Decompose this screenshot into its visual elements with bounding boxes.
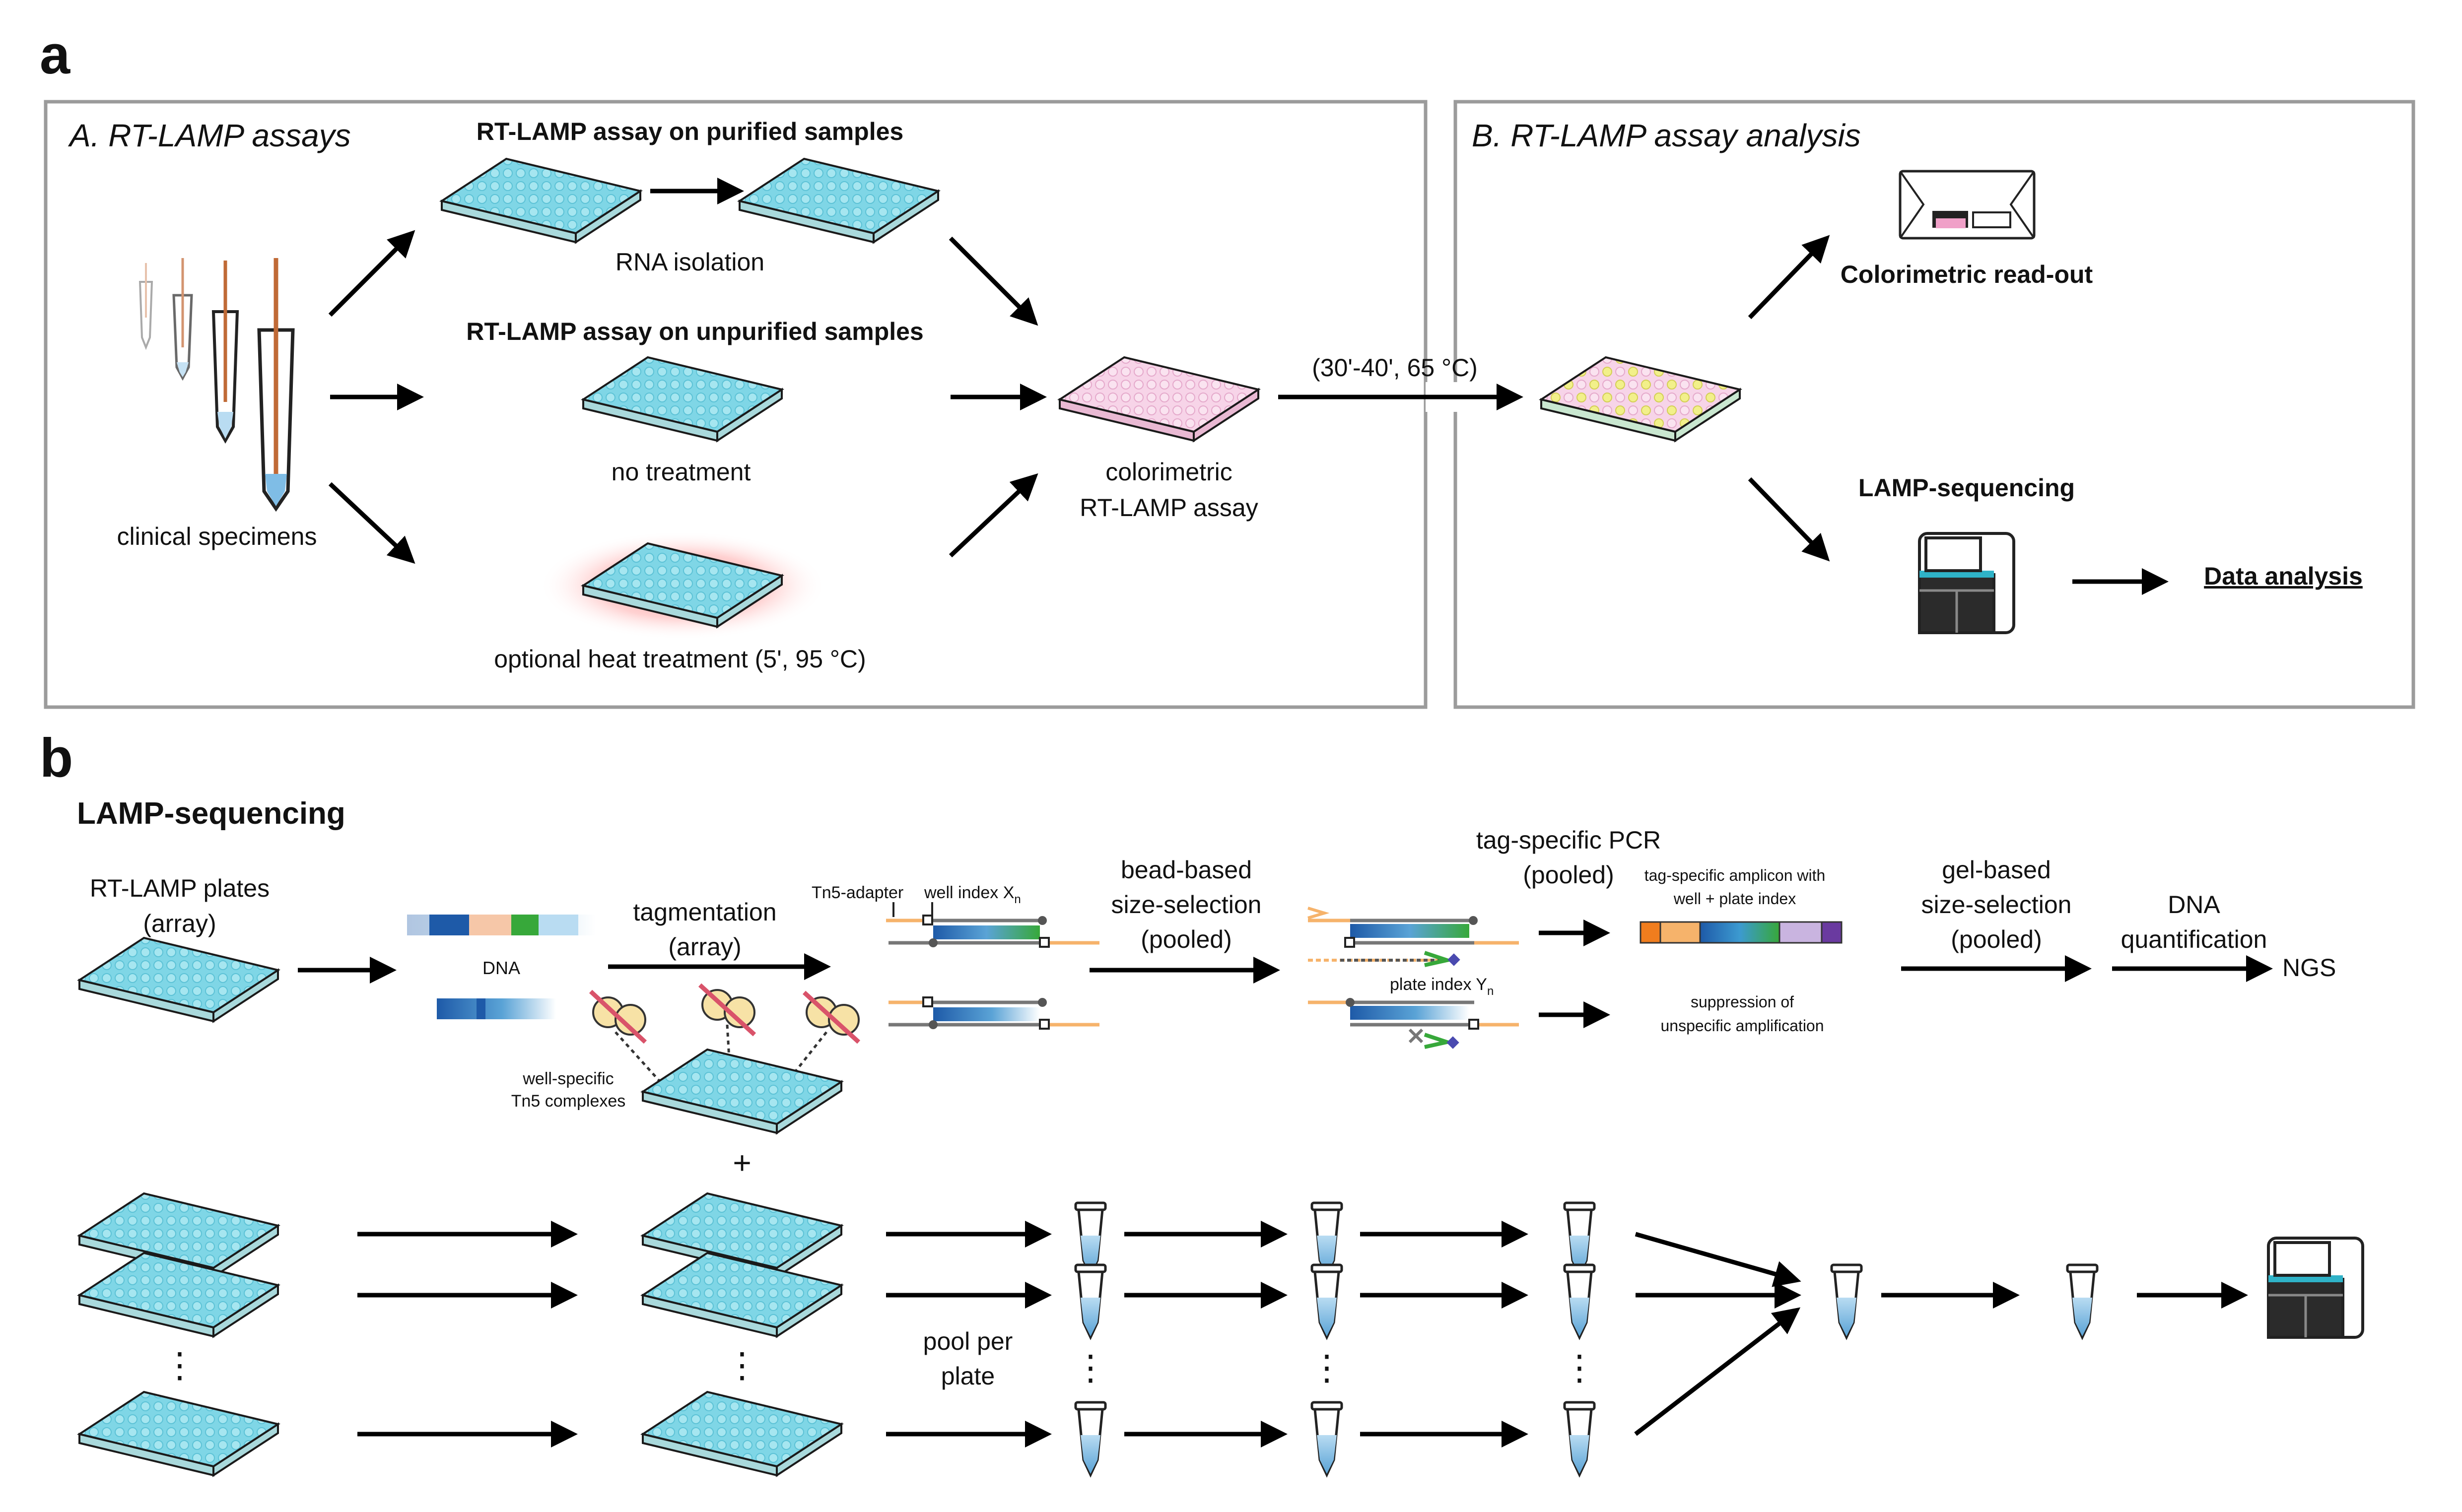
gel-selection-label-3: (pooled) [1951, 925, 2042, 953]
arrow-merge-3 [1634, 1307, 1801, 1436]
well-plate-icon [739, 158, 939, 243]
tagmented-fragment-long [886, 915, 1099, 948]
gel-reader-icon [1899, 170, 2036, 240]
rtlamp-plates-label-2: (array) [143, 910, 216, 937]
suppression-label-2: unspecific amplification [1660, 1017, 1824, 1035]
lamp-seq-title: LAMP-sequencing [77, 796, 345, 831]
panel-letter-b: b [40, 727, 73, 789]
suppression-label-1: suppression of [1691, 993, 1794, 1011]
well-plate-icon [642, 1252, 842, 1337]
well-plate-icon [78, 937, 279, 1022]
tube-icon [1565, 1402, 1594, 1475]
ngs-label: NGS [2282, 954, 2336, 982]
purified-samples-title: RT-LAMP assay on purified samples [477, 118, 903, 145]
bead-selection-label-2: size-selection [1111, 891, 1262, 919]
dna-label: DNA [482, 958, 520, 978]
pcr-template-long [1307, 907, 1519, 967]
vdots-tubes-3: ⋮ [1562, 1348, 1597, 1387]
amplicon-label-2: well + plate index [1673, 890, 1796, 908]
sequencer-icon [1919, 533, 2014, 633]
well-plate-icon [642, 1391, 842, 1476]
colorimetric-assay-label-2: RT-LAMP assay [1080, 494, 1258, 522]
tagmentation-label-2: (array) [668, 933, 741, 961]
well-plate-icon [1059, 356, 1259, 442]
unpurified-samples-title: RT-LAMP assay on unpurified samples [466, 318, 924, 345]
arrow-merge-1 [1635, 1232, 1801, 1287]
plus-sign: + [733, 1145, 751, 1181]
swab-tube-icon [172, 258, 193, 381]
tube-icon [1312, 1402, 1342, 1475]
pcr-label-2: (pooled) [1523, 861, 1614, 889]
lamp-sequencing-label: LAMP-sequencing [1858, 474, 2075, 502]
tn5-complex-icon [788, 990, 861, 1080]
dna-fragment-short [437, 998, 556, 1019]
arrow-purified-to-colorimetric [949, 236, 1038, 326]
tn5-adapter-label: Tn5-adapter [812, 883, 903, 902]
plate-index-label: plate index Yn [1390, 975, 1494, 998]
section-a-title: A. RT-LAMP assays [68, 118, 351, 153]
tube-icon [1076, 1265, 1105, 1337]
vdots-tubes-2: ⋮ [1309, 1348, 1344, 1387]
well-plate-icon [78, 1252, 279, 1337]
colorimetric-readout-label: Colorimetric read-out [1841, 261, 2093, 288]
swab-tube-icon [138, 263, 153, 350]
specimen-tubes [138, 258, 295, 512]
well-plate-icon [582, 356, 783, 442]
tn5-complex-icon [589, 989, 661, 1083]
clinical-specimens-label: clinical specimens [117, 523, 317, 550]
well-plate-icon [78, 1391, 279, 1476]
tube-icon [1076, 1402, 1105, 1475]
tube-icon [1832, 1265, 1861, 1337]
rtlamp-plates-label-1: RT-LAMP plates [90, 874, 270, 902]
panel-letter-a: a [40, 24, 70, 85]
colorimetric-assay-label-1: colorimetric [1105, 458, 1232, 486]
tn5-complex-icon [698, 983, 756, 1067]
arrow-to-sequencing [1748, 477, 1830, 562]
tn5-complexes-label-2: Tn5 complexes [511, 1092, 626, 1111]
bead-selection-label-3: (pooled) [1141, 925, 1231, 953]
gel-selection-label-2: size-selection [1921, 891, 2072, 919]
swab-tube-icon [257, 258, 295, 512]
sequencer-icon [2268, 1238, 2363, 1337]
incubation-label: (30'-40', 65 °C) [1312, 354, 1478, 382]
tagmented-fragment-short [889, 996, 1099, 1030]
well-plate-icon [642, 1049, 842, 1134]
tn5-complexes-label-1: well-specific [522, 1069, 614, 1088]
well-plate-icon [441, 158, 641, 243]
tube-icon [2067, 1265, 2097, 1337]
tube-icon [1312, 1265, 1342, 1337]
dna-quantification-label-1: DNA [2168, 891, 2220, 919]
pool-per-plate-label-1: pool per [923, 1327, 1013, 1355]
pcr-template-short [1308, 998, 1519, 1049]
tube-icon [1565, 1265, 1594, 1337]
data-analysis-label: Data analysis [2204, 562, 2363, 590]
vdots-plates-2: ⋮ [725, 1346, 759, 1384]
pcr-label-1: tag-specific PCR [1476, 826, 1661, 854]
section-b-title: B. RT-LAMP assay analysis [1472, 118, 1861, 153]
vdots-plates-1: ⋮ [162, 1346, 197, 1384]
arrow-to-readout [1748, 235, 1830, 320]
vdots-tubes-1: ⋮ [1073, 1348, 1108, 1387]
gel-selection-label-1: gel-based [1942, 856, 2051, 884]
no-treatment-label: no treatment [612, 458, 751, 486]
tagged-amplicon-bar [1640, 921, 1843, 944]
arrow-specimens-to-purified [328, 230, 415, 317]
swab-tube-icon [211, 261, 239, 444]
rna-isolation-label: RNA isolation [616, 248, 764, 276]
well-index-label: well index Xn [924, 883, 1021, 906]
dna-fragment-long [407, 915, 596, 935]
pool-per-plate-label-2: plate [941, 1362, 995, 1390]
amplicon-label-1: tag-specific amplicon with [1644, 866, 1826, 884]
dna-quantification-label-2: quantification [2121, 925, 2267, 953]
arrow-specimens-to-heat [328, 482, 415, 564]
well-plate-icon [1540, 356, 1741, 442]
bead-selection-label-1: bead-based [1121, 856, 1252, 884]
tagmentation-label-1: tagmentation [633, 898, 776, 926]
arrow-heat-to-colorimetric [949, 473, 1038, 558]
heat-treatment-label: optional heat treatment (5', 95 °C) [494, 645, 866, 673]
